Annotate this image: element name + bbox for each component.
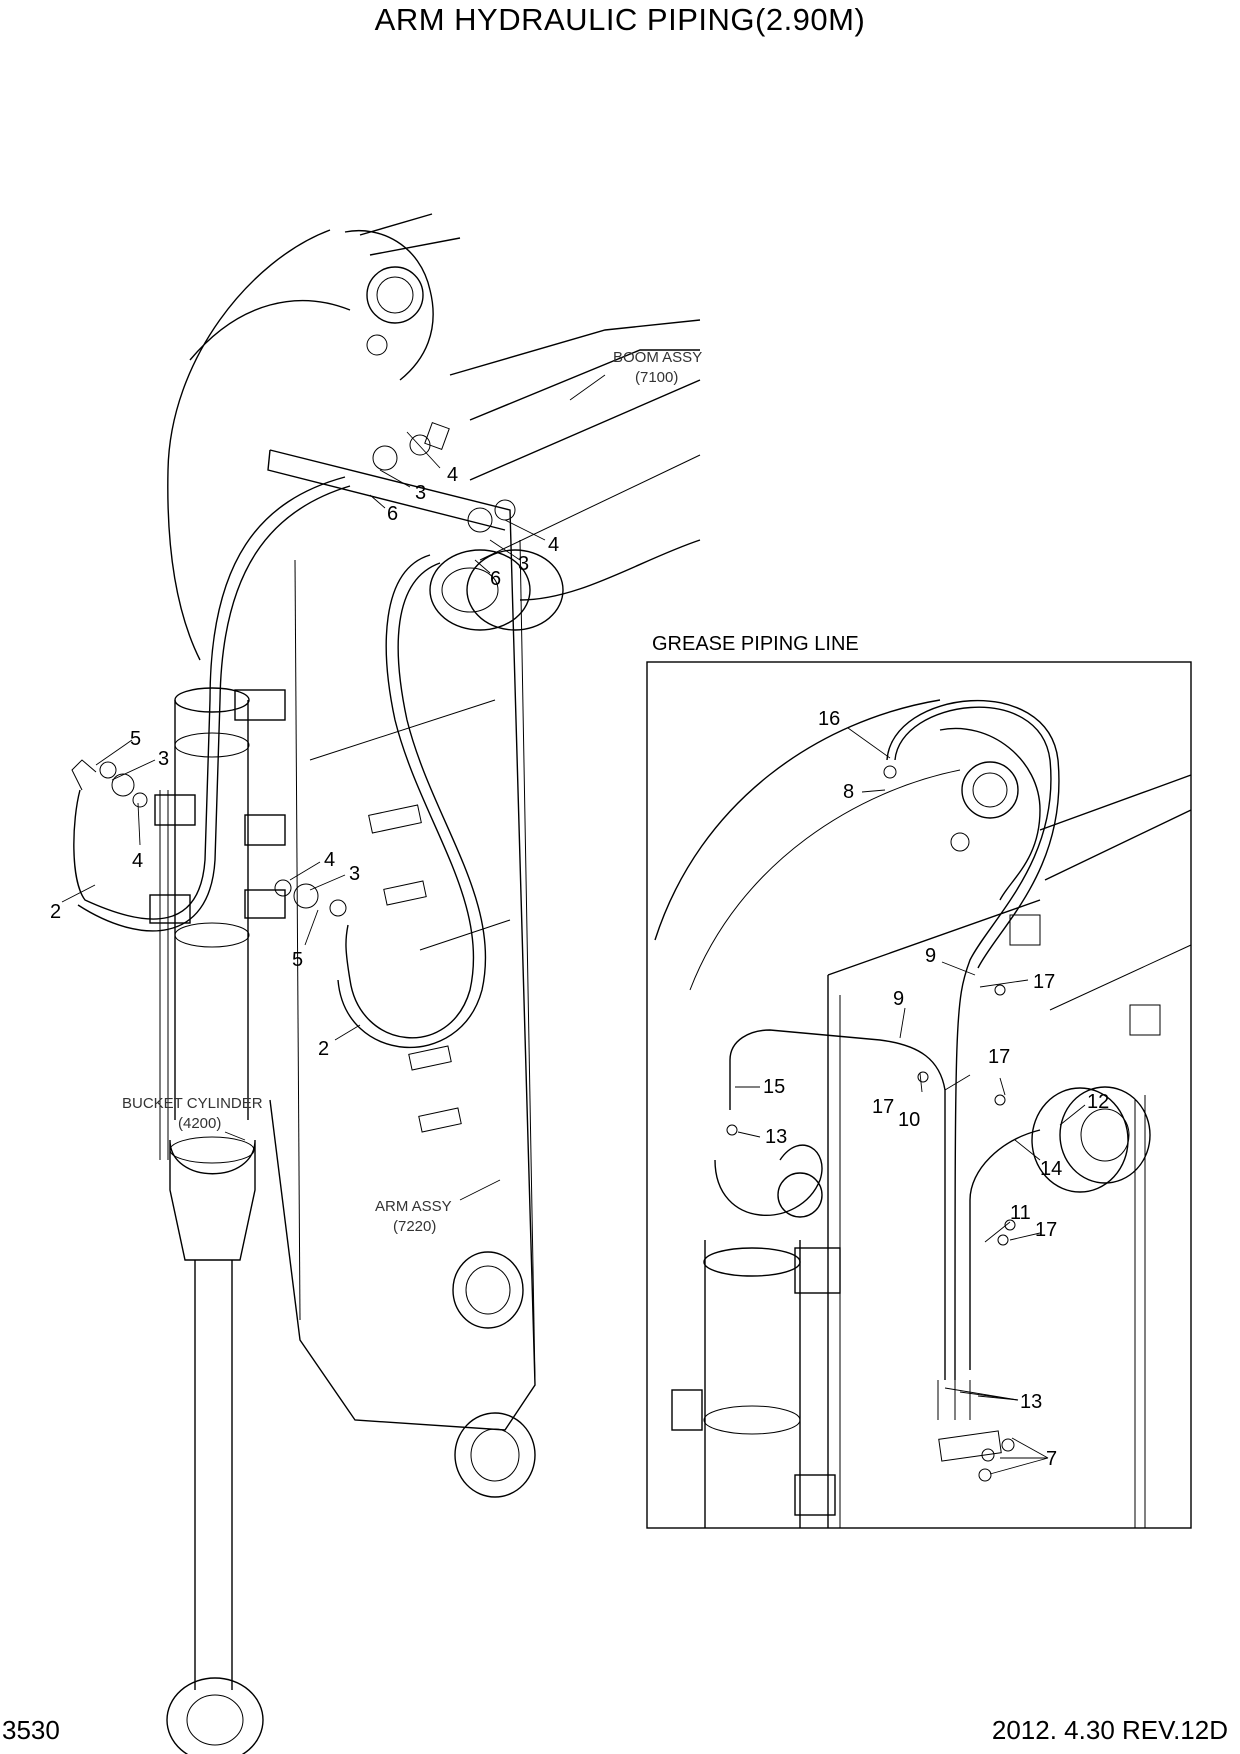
- callout-17: 17: [1035, 1219, 1057, 1241]
- callout-5: 5: [130, 728, 141, 750]
- callout-3: 3: [518, 553, 529, 575]
- callout-8: 8: [843, 781, 854, 803]
- callout-17: 17: [988, 1046, 1010, 1068]
- callout-12: 12: [1087, 1091, 1109, 1113]
- callout-17: 17: [872, 1096, 894, 1118]
- callout-2: 2: [50, 901, 61, 923]
- callout-5: 5: [292, 949, 303, 971]
- inset-frame: [646, 661, 1192, 1529]
- callout-9: 9: [925, 945, 936, 967]
- main-callouts: 4 3 6 4 3 6 5 3 4 2 4 3 5 2: [50, 464, 559, 1060]
- callout-3: 3: [415, 482, 426, 504]
- page-number: 3530: [2, 1715, 60, 1745]
- arm-assy-label: ARM ASSY: [375, 1198, 452, 1215]
- callout-6: 6: [387, 503, 398, 525]
- callout-13: 13: [1020, 1391, 1042, 1413]
- callout-11: 11: [1010, 1202, 1031, 1224]
- grease-piping-inset: GREASE PIPING LINE: [646, 633, 1192, 1529]
- boom-assy-label: BOOM ASSY: [613, 349, 702, 366]
- inset-callouts: 16 8 9 17 9 17 15 17 10 12 13 14 11 17 1…: [763, 708, 1109, 1470]
- main-leaders: [61, 374, 606, 1201]
- callout-4: 4: [132, 850, 143, 872]
- callout-3: 3: [349, 863, 360, 885]
- inset-leaders: [735, 727, 1086, 1475]
- callout-16: 16: [818, 708, 840, 730]
- callout-4: 4: [447, 464, 458, 486]
- callout-10: 10: [898, 1109, 920, 1131]
- boom-assy-number: (7100): [635, 369, 678, 386]
- callout-13: 13: [765, 1126, 787, 1148]
- bucket-cylinder-number: (4200): [178, 1115, 221, 1132]
- arm-assy-number: (7220): [393, 1218, 436, 1235]
- inset-title: GREASE PIPING LINE: [652, 633, 859, 655]
- bucket-cylinder-label: BUCKET CYLINDER: [122, 1095, 263, 1112]
- callout-3: 3: [158, 748, 169, 770]
- revision-date: 2012. 4.30 REV.12D: [991, 1715, 1228, 1745]
- callout-14: 14: [1040, 1158, 1062, 1180]
- callout-6: 6: [490, 568, 501, 590]
- callout-4: 4: [324, 849, 335, 871]
- callout-15: 15: [763, 1076, 785, 1098]
- callout-7: 7: [1046, 1448, 1057, 1470]
- callout-2: 2: [318, 1038, 329, 1060]
- callout-4: 4: [548, 534, 559, 556]
- main-assembly: [71, 213, 701, 1754]
- callout-9: 9: [893, 988, 904, 1010]
- callout-17: 17: [1033, 971, 1055, 993]
- page-title: ARM HYDRAULIC PIPING(2.90M): [374, 2, 866, 37]
